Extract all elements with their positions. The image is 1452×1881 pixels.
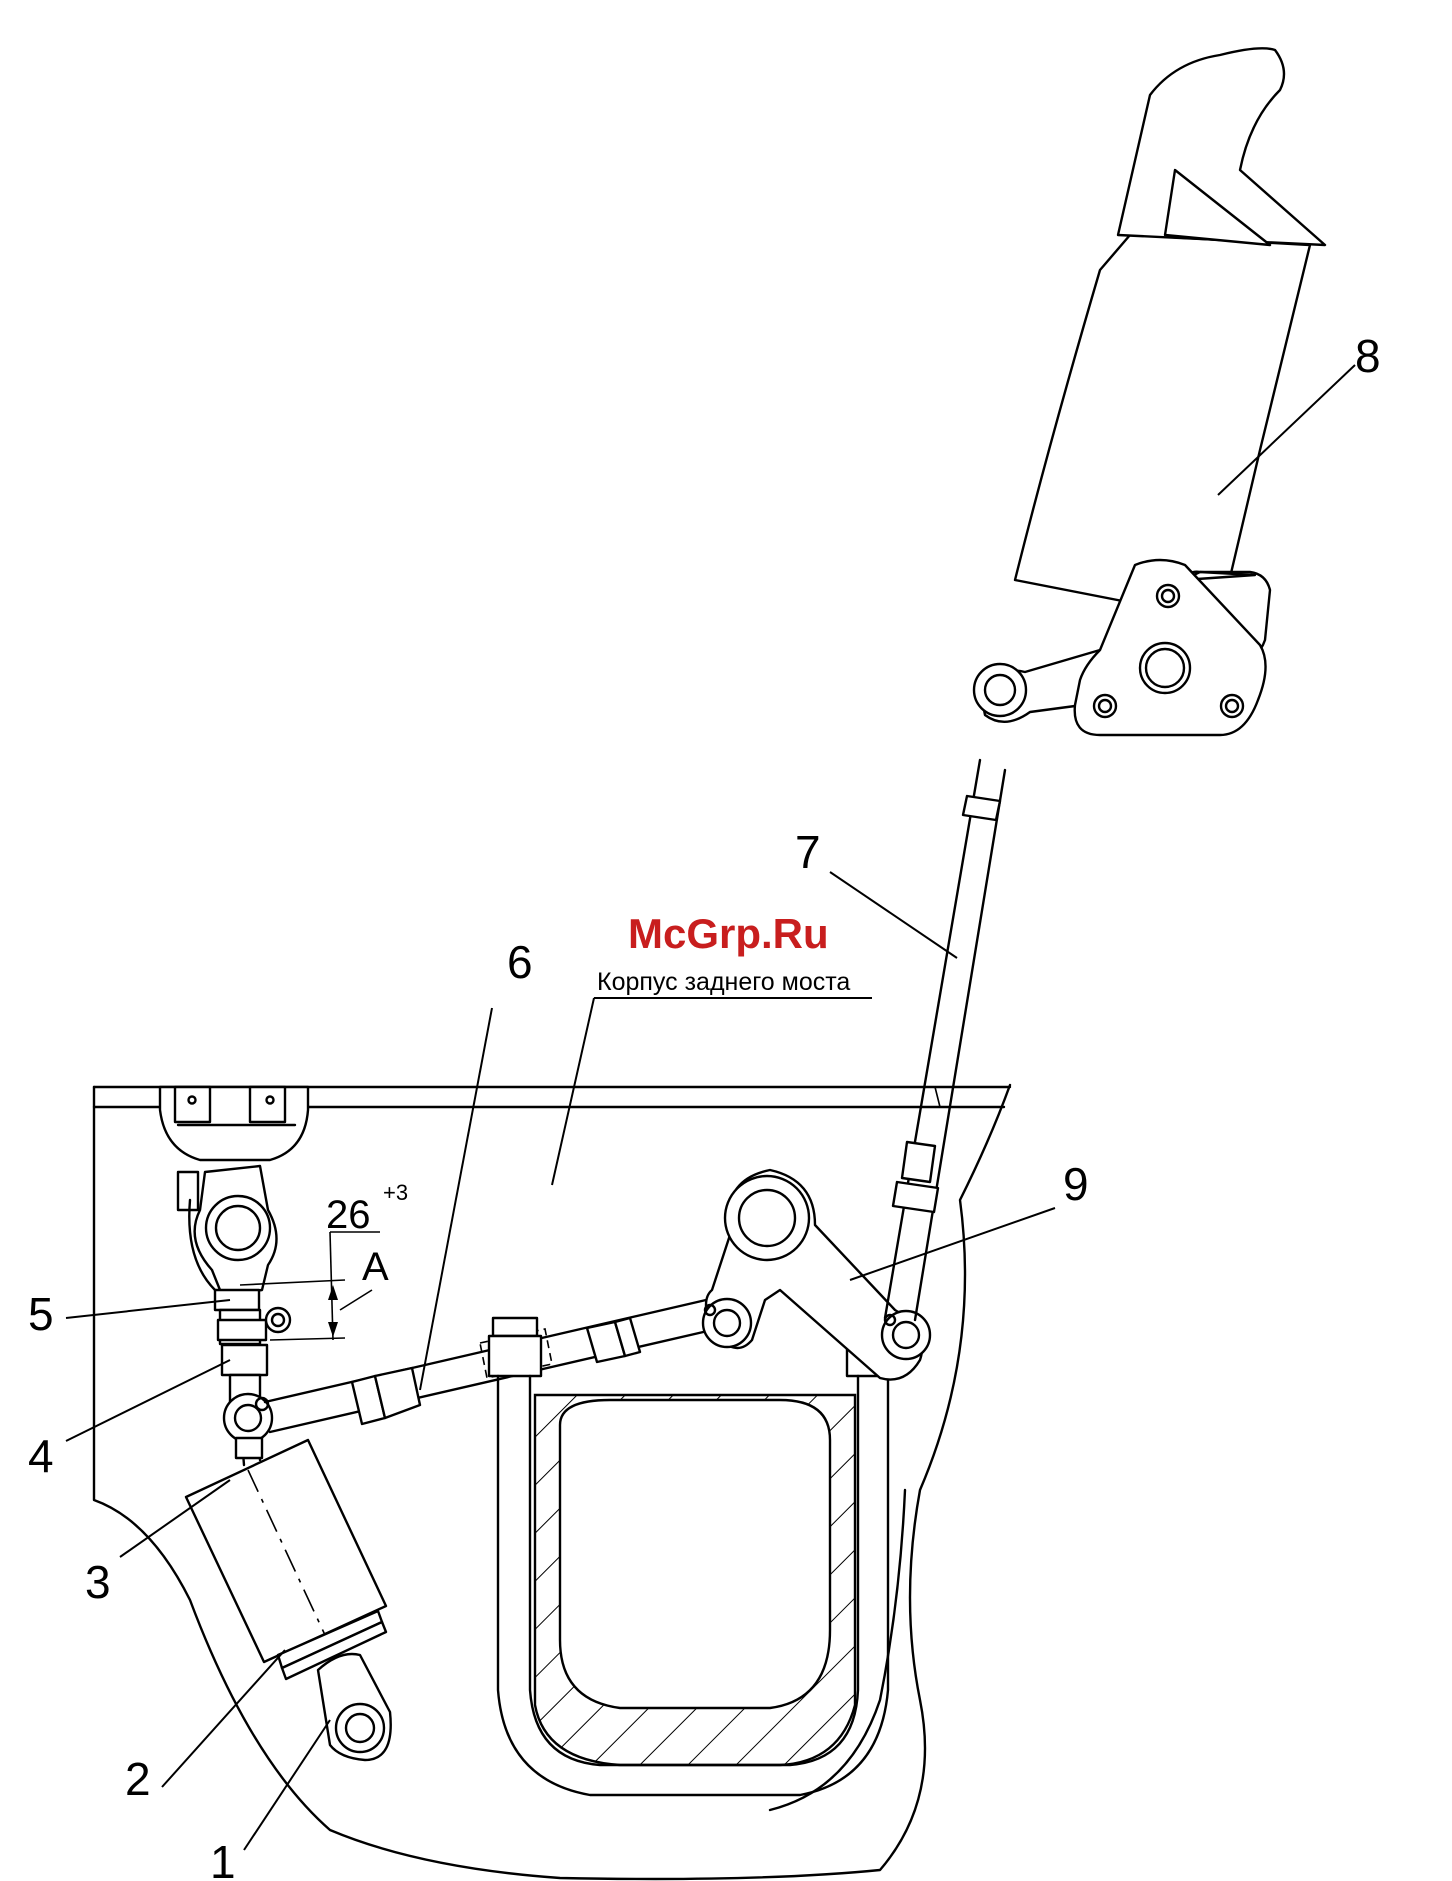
lower-lever-joint bbox=[224, 1394, 272, 1458]
callout-7: 7 bbox=[795, 826, 821, 878]
brake-cylinder bbox=[186, 1415, 391, 1760]
axle-beam-section bbox=[535, 1395, 855, 1765]
rod-7 bbox=[885, 760, 1005, 1320]
callout-9: 9 bbox=[1063, 1158, 1089, 1210]
callout-6: 6 bbox=[507, 936, 533, 988]
watermark: McGrp.Ru bbox=[628, 910, 829, 957]
callout-3: 3 bbox=[85, 1556, 111, 1608]
callout-2: 2 bbox=[125, 1753, 151, 1805]
mounting-bracket bbox=[160, 1087, 308, 1160]
callout-4: 4 bbox=[28, 1430, 54, 1482]
callout-8: 8 bbox=[1355, 330, 1381, 382]
housing-caption: Корпус заднего моста bbox=[597, 968, 850, 996]
dimension-letter: A bbox=[362, 1245, 389, 1289]
dimension-value: 26 bbox=[326, 1193, 371, 1237]
callout-5: 5 bbox=[28, 1288, 54, 1340]
callout-1: 1 bbox=[210, 1836, 236, 1881]
dimension-tolerance: +3 bbox=[383, 1180, 408, 1205]
